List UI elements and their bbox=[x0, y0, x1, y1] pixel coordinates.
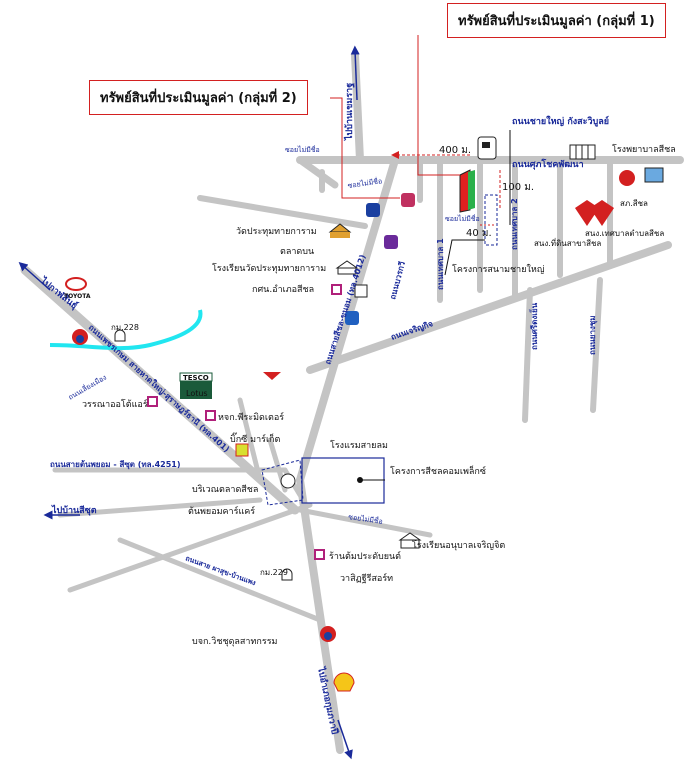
road-label-no-name-3: ซอยไม่มีชื่อ bbox=[445, 214, 480, 223]
temple-icon bbox=[328, 223, 352, 238]
km228-label: กม.228 bbox=[111, 323, 139, 332]
river bbox=[49, 309, 203, 351]
callout-group-1: ทรัพย์สินที่ประเมินมูลค่า (กลุ่มที่ 1) bbox=[447, 3, 666, 38]
distance-markers bbox=[391, 151, 501, 226]
label-agri-coop: กศน.อำเภอสีชล bbox=[252, 284, 314, 295]
road-label-s-east1: ถนนศรีดงเย็น bbox=[528, 302, 539, 350]
road-label-no-name-2: ซอยไม่มีชื่อ bbox=[347, 176, 383, 190]
label-hospital: โรงพยาบาลสีชล bbox=[612, 144, 676, 155]
label-phrommanaiden: หจก.พีระมิดเตอร์ bbox=[218, 411, 284, 423]
toyota-icon bbox=[65, 277, 87, 291]
label-tesco: TESCO bbox=[183, 374, 209, 382]
road-label-sukhumvit: ถนนศุภโชคพัฒนา bbox=[512, 158, 584, 170]
callout-group-2: ทรัพย์สินที่ประเมินมูลค่า (กลุ่มที่ 2) bbox=[89, 80, 308, 115]
label-school-anuban: โรงเรียนอนุบาลเจริญจิต bbox=[412, 540, 505, 551]
label-police: สภ.สีชล bbox=[620, 199, 648, 208]
label-complex: โครงการสีชลคอมเพล็กซ์ bbox=[390, 464, 486, 477]
map-labels: 400 ม. 100 ม. 40 ม. ถนนชายใหญ่ กังสะวิบู… bbox=[37, 83, 675, 736]
dir-label-north: ไปบ้านเขมราฐ bbox=[343, 83, 355, 141]
dist-40-label: 40 ม. bbox=[466, 228, 492, 239]
label-wat: วัดประทุมทายการาม bbox=[236, 227, 317, 237]
road-label-tantaphom: ถนนสายต้นพยอม - สีซุต (ทล.4251) bbox=[50, 459, 181, 470]
label-resort: วาสิฏฐีรีสอร์ท bbox=[340, 572, 393, 584]
label-land-office: สนง.ที่ดินสาขาสีชล bbox=[534, 237, 601, 248]
road-label-chai-yai: ถนนชายใหญ่ กังสะวิบูลย์ bbox=[512, 115, 609, 127]
hospital-icon bbox=[569, 144, 596, 160]
school-icon bbox=[335, 260, 422, 549]
pin-icons bbox=[147, 284, 342, 560]
dist-400-label: 400 ม. bbox=[439, 145, 471, 156]
road-label-s-east2: ถนนยางชุม bbox=[588, 315, 598, 355]
shell-icon bbox=[333, 672, 355, 692]
tesco-lotus-logo bbox=[179, 372, 213, 399]
label-stadium: โครงการสนามชายใหญ่ bbox=[452, 264, 545, 275]
label-tonphayom: ต้นพยอมคาร์แคร์ bbox=[188, 505, 255, 517]
police-icon bbox=[619, 167, 664, 186]
label-market-area: บริเวณตลาดสีชล bbox=[192, 484, 258, 495]
label-bigc: บิ๊กซี มาร์เก็ต bbox=[230, 432, 280, 445]
label-toyota: TOYOTA bbox=[64, 293, 91, 300]
dir-label-southwest: ไปบ้านสีซุต bbox=[51, 504, 97, 516]
bigc-icon bbox=[235, 443, 249, 457]
subject-parcels bbox=[261, 169, 498, 506]
label-wannana: วรรณาออโต้แอร์ bbox=[82, 398, 148, 410]
garuda-icon bbox=[575, 200, 614, 226]
km-marker-icons bbox=[114, 329, 293, 581]
gas-station-icon bbox=[477, 136, 497, 160]
road-label-sawaeng: ถนนบวรกวี bbox=[387, 260, 407, 301]
label-company: บจก.วิชชุดุลสาทกรรม bbox=[192, 636, 278, 647]
bank-icon bbox=[345, 193, 415, 325]
road-label-no-name-1: ซอยไม่มีชื่อ bbox=[285, 145, 320, 154]
ptt-icon bbox=[72, 329, 336, 642]
road-label-thetsaban1: ถนนเทศบาล 1 bbox=[436, 238, 445, 290]
honda-icon bbox=[263, 372, 281, 380]
direction-arrows bbox=[18, 45, 360, 760]
label-market: ตลาดบน bbox=[280, 247, 314, 257]
road-label-thetsaban2: ถนนเทศบาล 2 bbox=[510, 198, 519, 250]
label-shop: ร้านต้มประดับยนต์ bbox=[329, 550, 401, 562]
dist-100-label: 100 ม. bbox=[502, 182, 534, 193]
label-school-wat: โรงเรียนวัดประทุมทายการาม bbox=[212, 263, 326, 274]
label-hotel: โรงแรมสายลม bbox=[330, 440, 388, 451]
km229-label: กม.229 bbox=[260, 568, 288, 577]
callout-connectors bbox=[330, 35, 511, 483]
road-label-bypass: ถนนเลี่ยงเมือง bbox=[67, 373, 108, 402]
label-municipality: สนง.เทศบาลตำบลสีชล bbox=[585, 229, 664, 238]
label-lotus: Lotus bbox=[186, 389, 208, 398]
